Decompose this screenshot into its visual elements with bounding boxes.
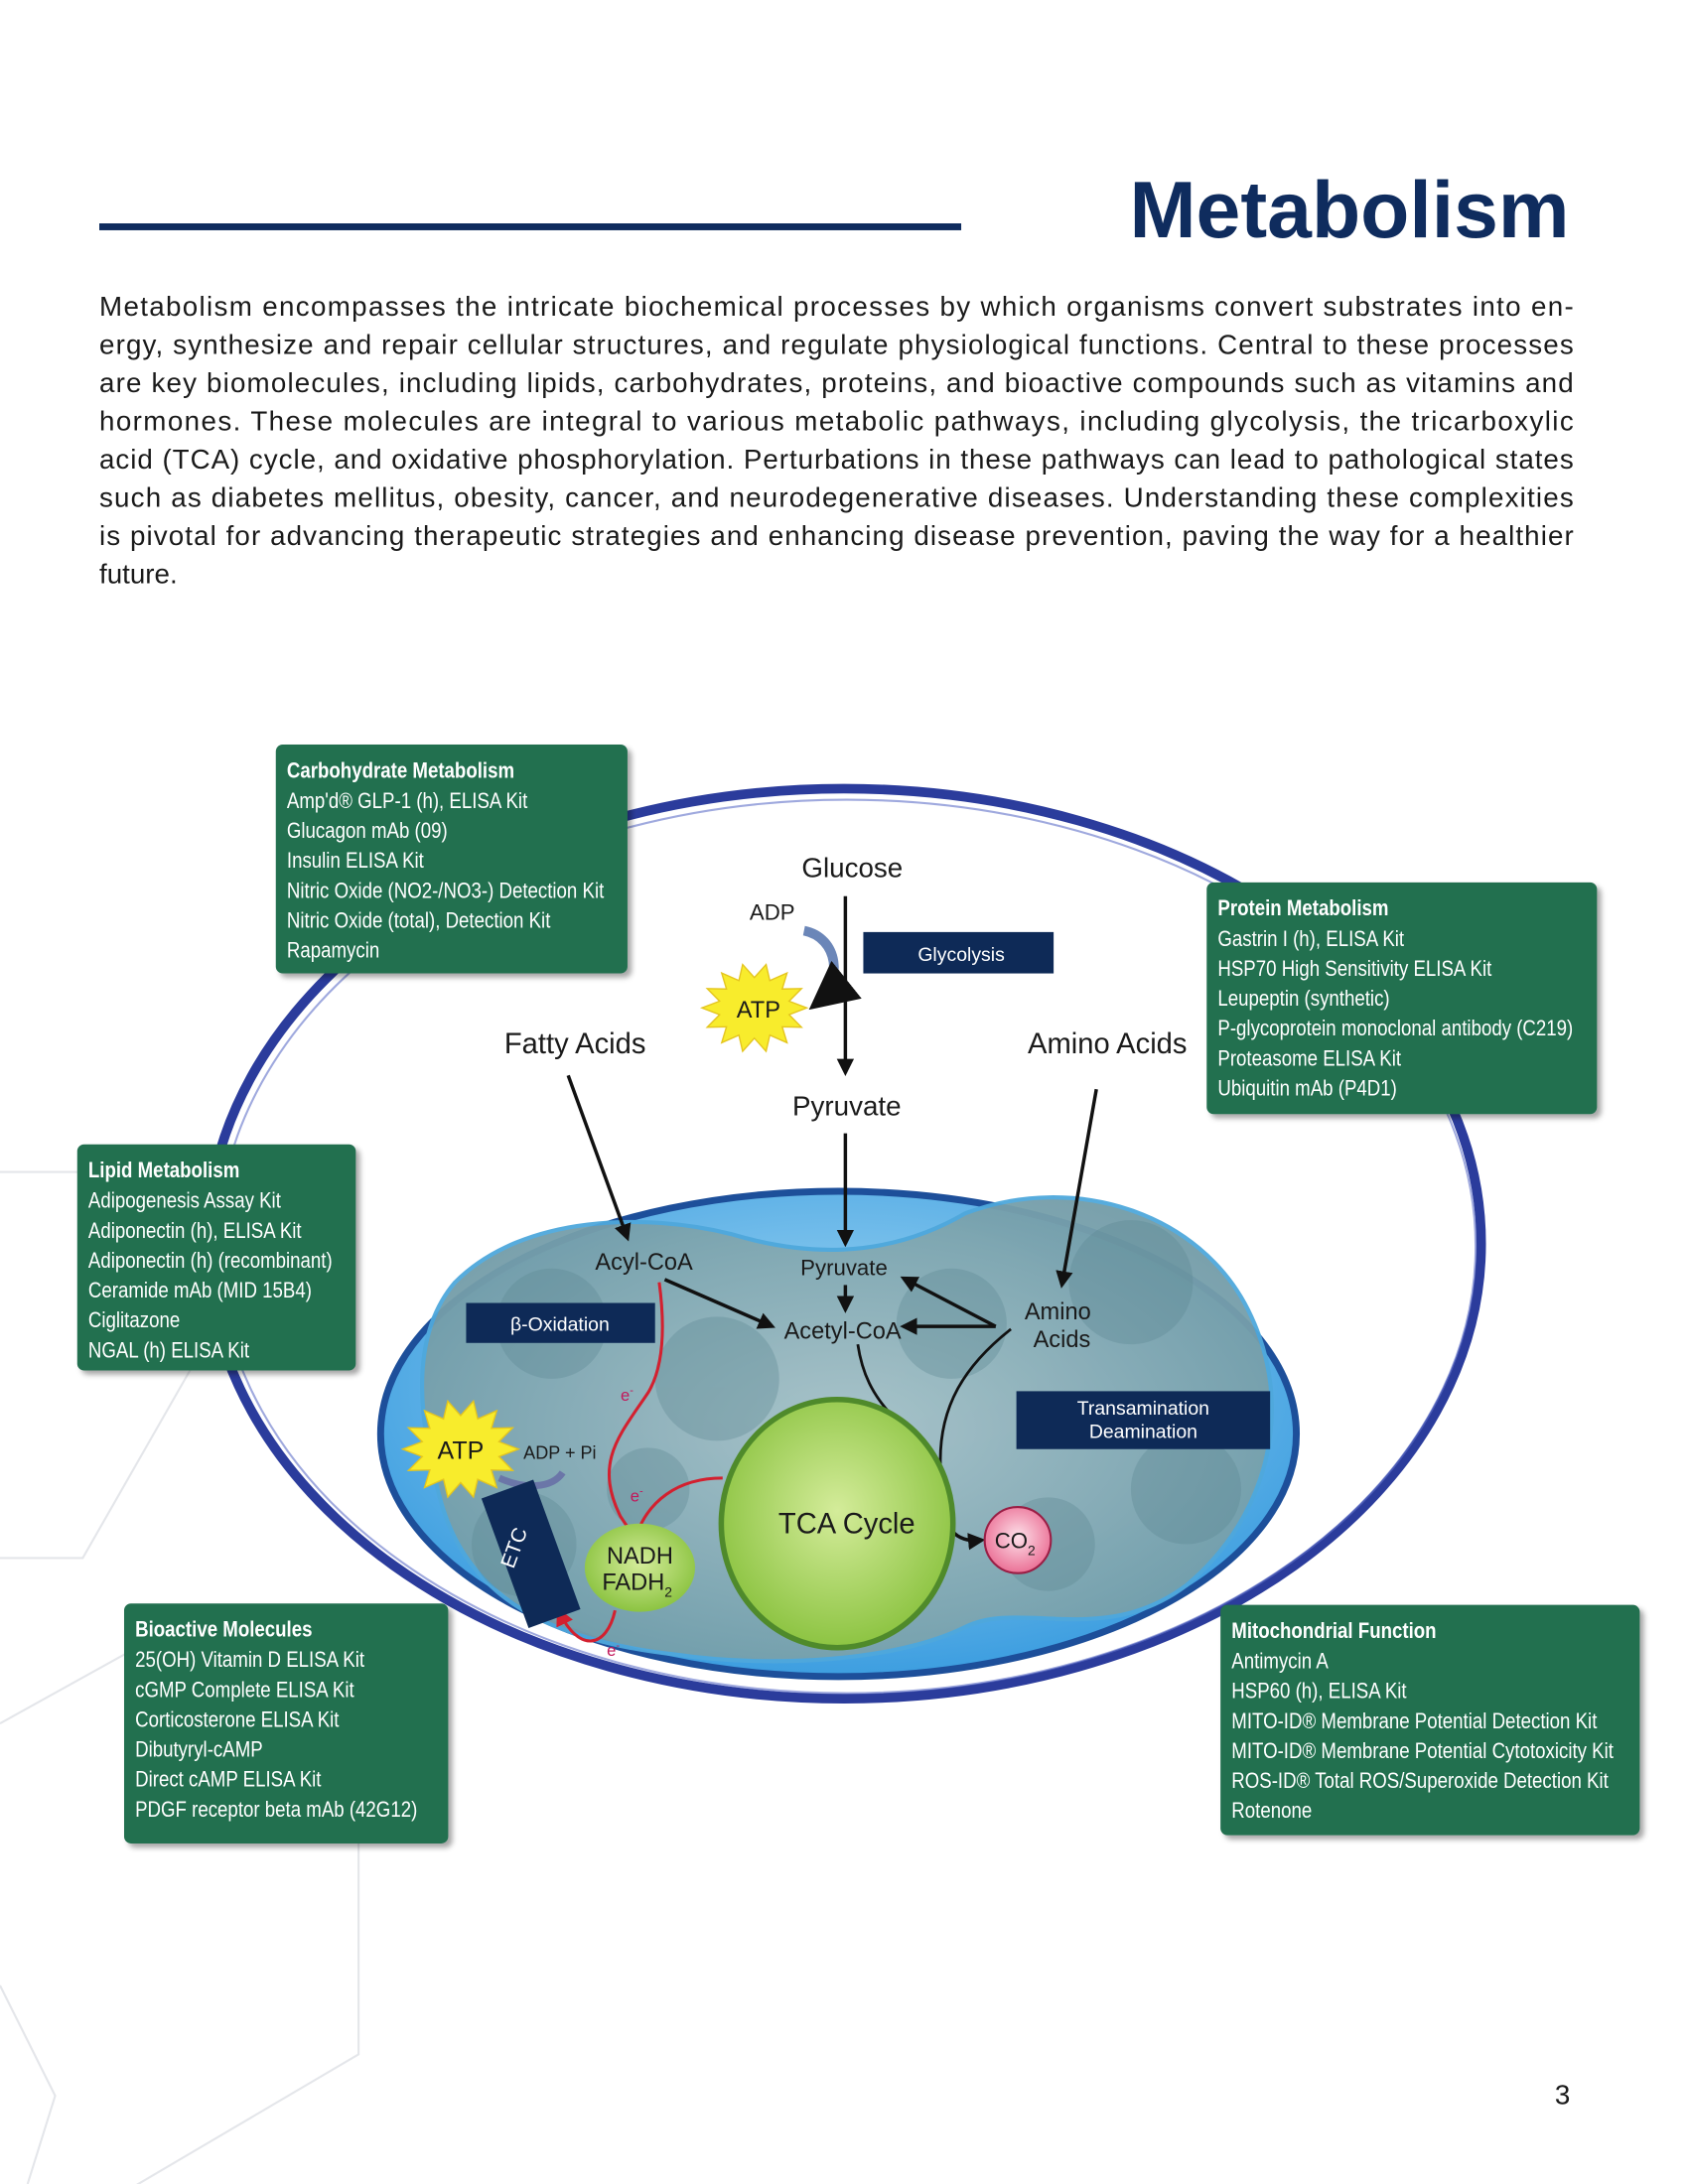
pyruvate-outer-label: Pyruvate (792, 1091, 902, 1122)
intro-line: hormones. These molecules are integral t… (99, 405, 1574, 436)
pyruvate-inner-label: Pyruvate (800, 1256, 888, 1281)
product-link[interactable]: Insulin ELISA Kit (287, 849, 424, 874)
acetyl-coa-label: Acetyl-CoA (784, 1319, 902, 1345)
svg-text:e-: e- (621, 1385, 633, 1405)
product-link[interactable]: Dibutyryl-cAMP (135, 1737, 263, 1762)
product-link[interactable]: Rapamycin (287, 938, 379, 963)
co2-label: CO2 (995, 1529, 1036, 1559)
beta-oxidation-label: β-Oxidation (510, 1313, 610, 1335)
adp-atp-curved-arrow (802, 925, 862, 1011)
pathway-arrows (566, 1074, 1098, 1551)
glycolysis-box (863, 931, 1055, 974)
product-link[interactable]: HSP60 (h), ELISA Kit (1231, 1679, 1407, 1704)
product-link[interactable]: NGAL (h) ELISA Kit (88, 1338, 249, 1363)
page-number: 3 (1555, 2079, 1570, 2110)
amino-acids-inner-label-1: Amino (1025, 1299, 1091, 1325)
electron-labels: e- e- e- (607, 1385, 643, 1660)
fatty-acids-label: Fatty Acids (504, 1028, 646, 1060)
product-link[interactable]: Adipogenesis Assay Kit (88, 1188, 281, 1213)
adp-label: ADP (750, 899, 795, 924)
box-title: Protein Metabolism (1217, 896, 1388, 921)
nadh-fadh-node (584, 1523, 695, 1612)
product-link[interactable]: Antimycin A (1231, 1649, 1329, 1674)
co2-node (983, 1506, 1053, 1574)
intro-line: are key biomolecules, including lipids, … (99, 367, 1574, 398)
bioactive-product-box: Bioactive Molecules 25(OH) Vitamin D ELIS… (124, 1603, 449, 1843)
box-title: Carbohydrate Metabolism (287, 758, 514, 783)
product-link[interactable]: ROS-ID® Total ROS/Superoxide Detection K… (1231, 1769, 1609, 1794)
product-link[interactable]: 25(OH) Vitamin D ELISA Kit (135, 1648, 364, 1673)
tca-cycle-node (718, 1396, 956, 1651)
svg-text:e-: e- (631, 1486, 643, 1506)
page-title: Metabolism (1129, 166, 1569, 255)
product-link[interactable]: PDGF receptor beta mAb (42G12) (135, 1797, 417, 1822)
transamination-label: Transamination (1077, 1398, 1209, 1420)
box-background (1220, 1604, 1640, 1836)
product-link[interactable]: Adiponectin (h) (recombinant) (88, 1248, 333, 1273)
intro-paragraph: Metabolism encompasses the intricate bio… (99, 291, 1574, 589)
box-background (76, 1144, 356, 1371)
adp-curved-arrow (497, 1470, 566, 1490)
intro-line: acid (TCA) cycle, and oxidative phosphor… (99, 444, 1574, 475)
atp-top-label: ATP (737, 998, 780, 1024)
product-link[interactable]: cGMP Complete ELISA Kit (135, 1678, 354, 1703)
transamination-box (1016, 1391, 1271, 1449)
tca-cycle-label: TCA Cycle (778, 1508, 915, 1540)
intro-line: Metabolism encompasses the intricate bio… (99, 291, 1574, 322)
product-link[interactable]: Direct cAMP ELISA Kit (135, 1767, 322, 1792)
intro-line: future. (99, 558, 178, 589)
box-title: Bioactive Molecules (135, 1617, 312, 1642)
product-link[interactable]: Rotenone (1231, 1799, 1312, 1824)
product-link[interactable]: Ciglitazone (88, 1308, 180, 1333)
svg-text:e-: e- (607, 1640, 620, 1660)
glycolysis-label: Glycolysis (917, 944, 1005, 966)
glucose-label: Glucose (801, 852, 903, 883)
product-link[interactable]: HSP70 High Sensitivity ELISA Kit (1217, 956, 1491, 981)
deamination-label: Deamination (1089, 1422, 1197, 1443)
box-background (275, 745, 628, 974)
product-link[interactable]: Ceramide mAb (MID 15B4) (88, 1279, 312, 1303)
intro-line: ergy, synthesize and repair cellular str… (99, 330, 1574, 360)
product-link[interactable]: Gastrin I (h), ELISA Kit (1217, 926, 1404, 951)
product-link[interactable]: Nitric Oxide (total), Detection Kit (287, 908, 551, 933)
amino-acids-inner-label-2: Acids (1034, 1327, 1091, 1353)
atp-left-label: ATP (438, 1436, 485, 1464)
product-link[interactable]: Proteasome ELISA Kit (1217, 1046, 1401, 1071)
box-title: Mitochondrial Function (1231, 1619, 1436, 1644)
amino-acids-label: Amino Acids (1028, 1028, 1187, 1060)
etc-complex: ETC (481, 1479, 581, 1629)
fadh-label: FADH2 (602, 1570, 672, 1599)
product-link[interactable]: Nitric Oxide (NO2-/NO3-) Detection Kit (287, 879, 605, 903)
intro-line: such as diabetes mellitus, obesity, canc… (99, 481, 1574, 512)
beta-oxidation-box (466, 1302, 655, 1343)
atp-star-icon (400, 1399, 521, 1499)
product-link[interactable]: MITO-ID® Membrane Potential Detection Ki… (1231, 1708, 1597, 1733)
product-link[interactable]: MITO-ID® Membrane Potential Cytotoxicity… (1231, 1738, 1614, 1763)
product-link[interactable]: Ubiquitin mAb (P4D1) (1217, 1076, 1396, 1101)
adp-pi-label: ADP + Pi (523, 1442, 596, 1462)
nadh-label: NADH (607, 1544, 673, 1570)
header-rule (99, 223, 962, 230)
acyl-coa-label: Acyl-CoA (595, 1250, 693, 1276)
box-title: Lipid Metabolism (88, 1159, 239, 1183)
atp-star-icon (700, 963, 809, 1053)
product-link[interactable]: Leupeptin (synthetic) (1217, 987, 1389, 1012)
product-link[interactable]: Corticosterone ELISA Kit (135, 1707, 340, 1732)
box-background (1206, 882, 1598, 1115)
product-link[interactable]: Glucagon mAb (09) (287, 819, 448, 844)
product-link[interactable]: P-glycoprotein monoclonal antibody (C219… (1217, 1017, 1573, 1041)
intro-line: is pivotal for advancing therapeutic str… (99, 520, 1574, 551)
product-link[interactable]: Amp'd® GLP-1 (h), ELISA Kit (287, 788, 528, 813)
product-link[interactable]: Adiponectin (h), ELISA Kit (88, 1218, 302, 1243)
box-background (124, 1603, 449, 1843)
